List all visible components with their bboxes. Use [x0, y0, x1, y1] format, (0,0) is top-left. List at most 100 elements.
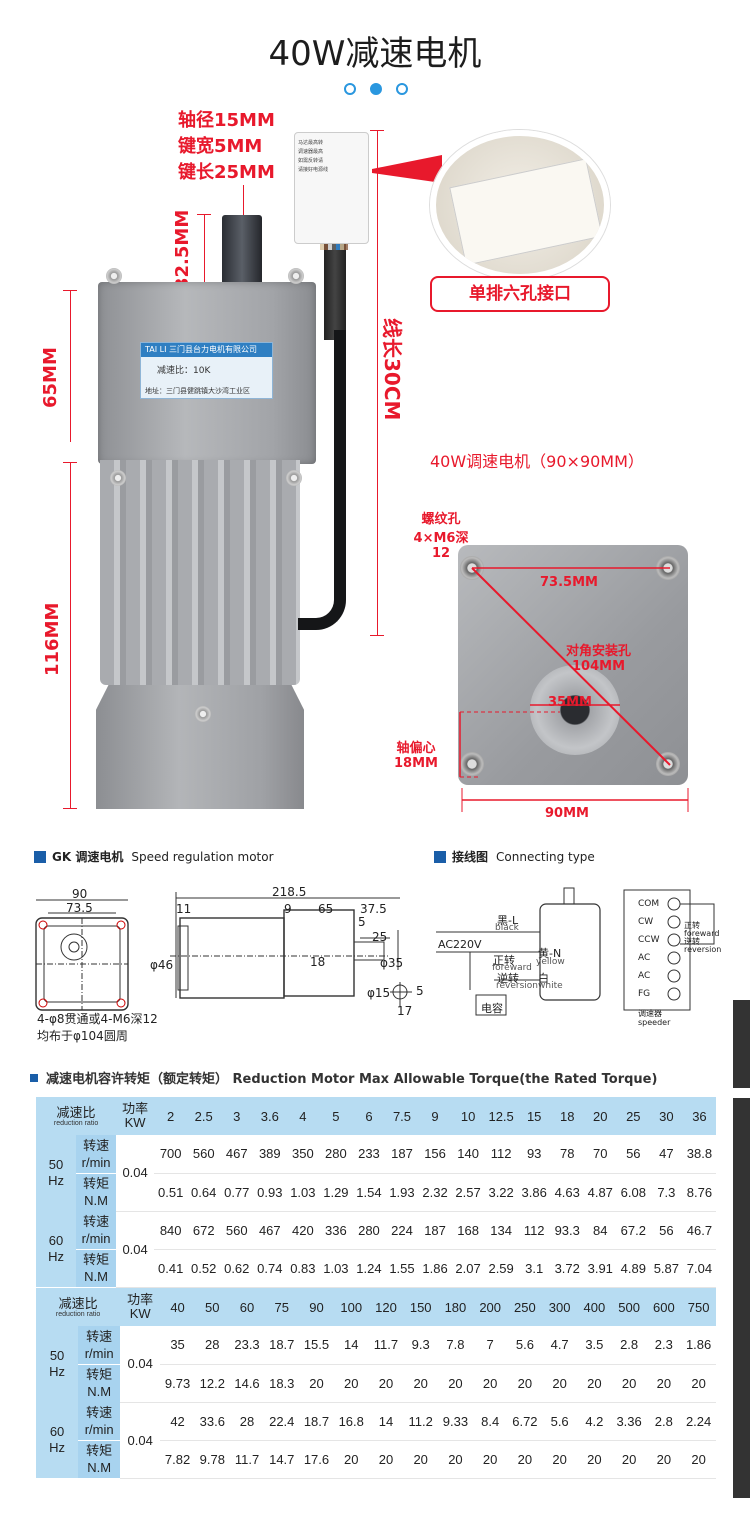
value-cell: 3.36: [611, 1402, 647, 1441]
ratio-header-en: reduction ratio: [55, 1310, 101, 1318]
dim-tick: [197, 214, 211, 215]
value-cell: 42: [160, 1402, 195, 1441]
tag-line: 如需反转请: [298, 158, 324, 164]
carousel-dot-active[interactable]: [370, 83, 382, 95]
shaft-length-label: 32.5MM: [172, 209, 193, 290]
value-cell: 5.6: [507, 1326, 543, 1365]
side-phi15: φ15: [367, 986, 391, 1000]
dim-tick: [370, 130, 384, 131]
motor-height-line: [70, 462, 71, 808]
offset-title: 轴偏心: [396, 741, 436, 756]
value-cell: 11.2: [403, 1402, 439, 1441]
dim-tick: [370, 635, 384, 636]
plate-address: 地址：三门县健跳镇大沙湾工业区: [145, 387, 250, 395]
tag-line: 调速器最高: [298, 149, 324, 155]
frequency-cell: 50 Hz: [36, 1326, 79, 1402]
screw-icon: [195, 706, 211, 722]
value-cell: 0.74: [253, 1249, 287, 1288]
unit-cell: 转速 r/min: [78, 1326, 121, 1364]
wiring-heading: 接线图 Connecting type: [434, 848, 595, 865]
width-label: 90MM: [545, 806, 589, 821]
ratio-cell: 6: [352, 1097, 386, 1135]
heading-cn: 接线图: [452, 850, 489, 864]
value-cell: 15.5: [299, 1326, 334, 1365]
cable-length-label: 线长30CM: [380, 318, 404, 421]
ratio-cell: 15: [517, 1097, 551, 1135]
carousel-dot[interactable]: [396, 83, 408, 95]
terminal-fg: FG: [638, 989, 651, 999]
value-cell: 2.8: [611, 1326, 647, 1365]
value-cell: 3.86: [517, 1173, 551, 1212]
value-cell: 1.29: [319, 1173, 353, 1212]
value-cell: 187: [385, 1135, 419, 1174]
value-cell: 20: [507, 1440, 543, 1479]
screw-icon: [286, 470, 302, 486]
value-cell: 46.7: [682, 1211, 716, 1250]
value-cell: 4.2: [577, 1402, 612, 1441]
ratio-cell: 750: [681, 1288, 716, 1326]
value-cell: 14.7: [264, 1440, 300, 1479]
warning-tag: 马达最高转 调速器最高 如需反转请 请接好电源线: [294, 132, 369, 244]
diag-hole-label: 对角安装孔 104MM: [566, 640, 631, 674]
value-cell: 9.73: [160, 1364, 195, 1403]
value-cell: 140: [451, 1135, 485, 1174]
value-cell: 28: [229, 1402, 265, 1441]
wire-black-en: black: [495, 923, 519, 933]
thread-hole-spec: 4×M6深12: [413, 531, 469, 561]
side-phi46: φ46: [150, 958, 174, 972]
value-cell: 12.2: [194, 1364, 230, 1403]
value-cell: 14: [368, 1402, 404, 1441]
value-cell: 1.55: [385, 1249, 419, 1288]
unit-cell: 转速 r/min: [76, 1135, 117, 1173]
value-cell: 11.7: [368, 1326, 404, 1365]
value-cell: 20: [403, 1440, 439, 1479]
diag-hole-title: 对角安装孔: [566, 644, 632, 659]
value-cell: 6.72: [507, 1402, 543, 1441]
value-cell: 112: [517, 1211, 551, 1250]
unit-cell: 转矩 N.M: [78, 1363, 121, 1402]
value-cell: 0.93: [253, 1173, 287, 1212]
plate-brand: TAI LI: [145, 345, 167, 354]
value-cell: 389: [253, 1135, 287, 1174]
power-header: 功率 KW: [120, 1288, 161, 1326]
value-cell: 14.6: [229, 1364, 265, 1403]
value-cell: 2.59: [484, 1249, 518, 1288]
value-cell: 20: [472, 1440, 508, 1479]
front-view-caption: 40W调速电机（90×90MM）: [430, 452, 644, 471]
frequency-cell: 50 Hz: [36, 1135, 77, 1211]
speeder-cn: 调速器: [638, 1009, 662, 1018]
connector-closeup: [449, 158, 603, 266]
ratio-cell: 400: [577, 1288, 612, 1326]
plate-ratio: 减速比：10K: [157, 366, 211, 376]
carousel-dots[interactable]: [344, 83, 408, 95]
terminal-ccw: CCW: [638, 935, 660, 945]
torque-title-text: 减速电机容许转矩（额定转矩） Reduction Motor Max Allow…: [46, 1072, 658, 1087]
value-cell: 2.24: [681, 1402, 716, 1441]
unit-cell: 转矩 N.M: [78, 1439, 121, 1478]
value-cell: 35: [160, 1326, 195, 1365]
ratio-cell: 50: [194, 1288, 230, 1326]
ratio-cell: 25: [616, 1097, 650, 1135]
shaft-boss: [530, 665, 620, 755]
value-cell: 20: [333, 1440, 369, 1479]
side-key-17: 17: [397, 1004, 413, 1018]
ratio-header-cn: 减速比: [58, 1295, 98, 1311]
heading-cn: GK 调速电机: [52, 850, 124, 864]
carousel-dot[interactable]: [344, 83, 356, 95]
value-cell: 134: [484, 1211, 518, 1250]
value-cell: 560: [187, 1135, 221, 1174]
value-cell: 1.03: [286, 1173, 320, 1212]
page-title: 40W减速电机: [268, 34, 482, 74]
value-cell: 0.62: [220, 1249, 254, 1288]
value-cell: 5.87: [649, 1249, 683, 1288]
value-cell: 20: [542, 1364, 577, 1403]
wire-yellow-en: yellow: [536, 957, 565, 967]
speeder-en: speeder: [638, 1018, 671, 1027]
value-cell: 16.8: [333, 1402, 369, 1441]
value-cell: 20: [507, 1364, 543, 1403]
cable-length-line: [377, 130, 378, 635]
dim-tick: [63, 808, 77, 809]
value-cell: 7.3: [649, 1173, 683, 1212]
wire-yellow-cn: 黄-N: [538, 947, 562, 960]
value-cell: 3.1: [517, 1249, 551, 1288]
